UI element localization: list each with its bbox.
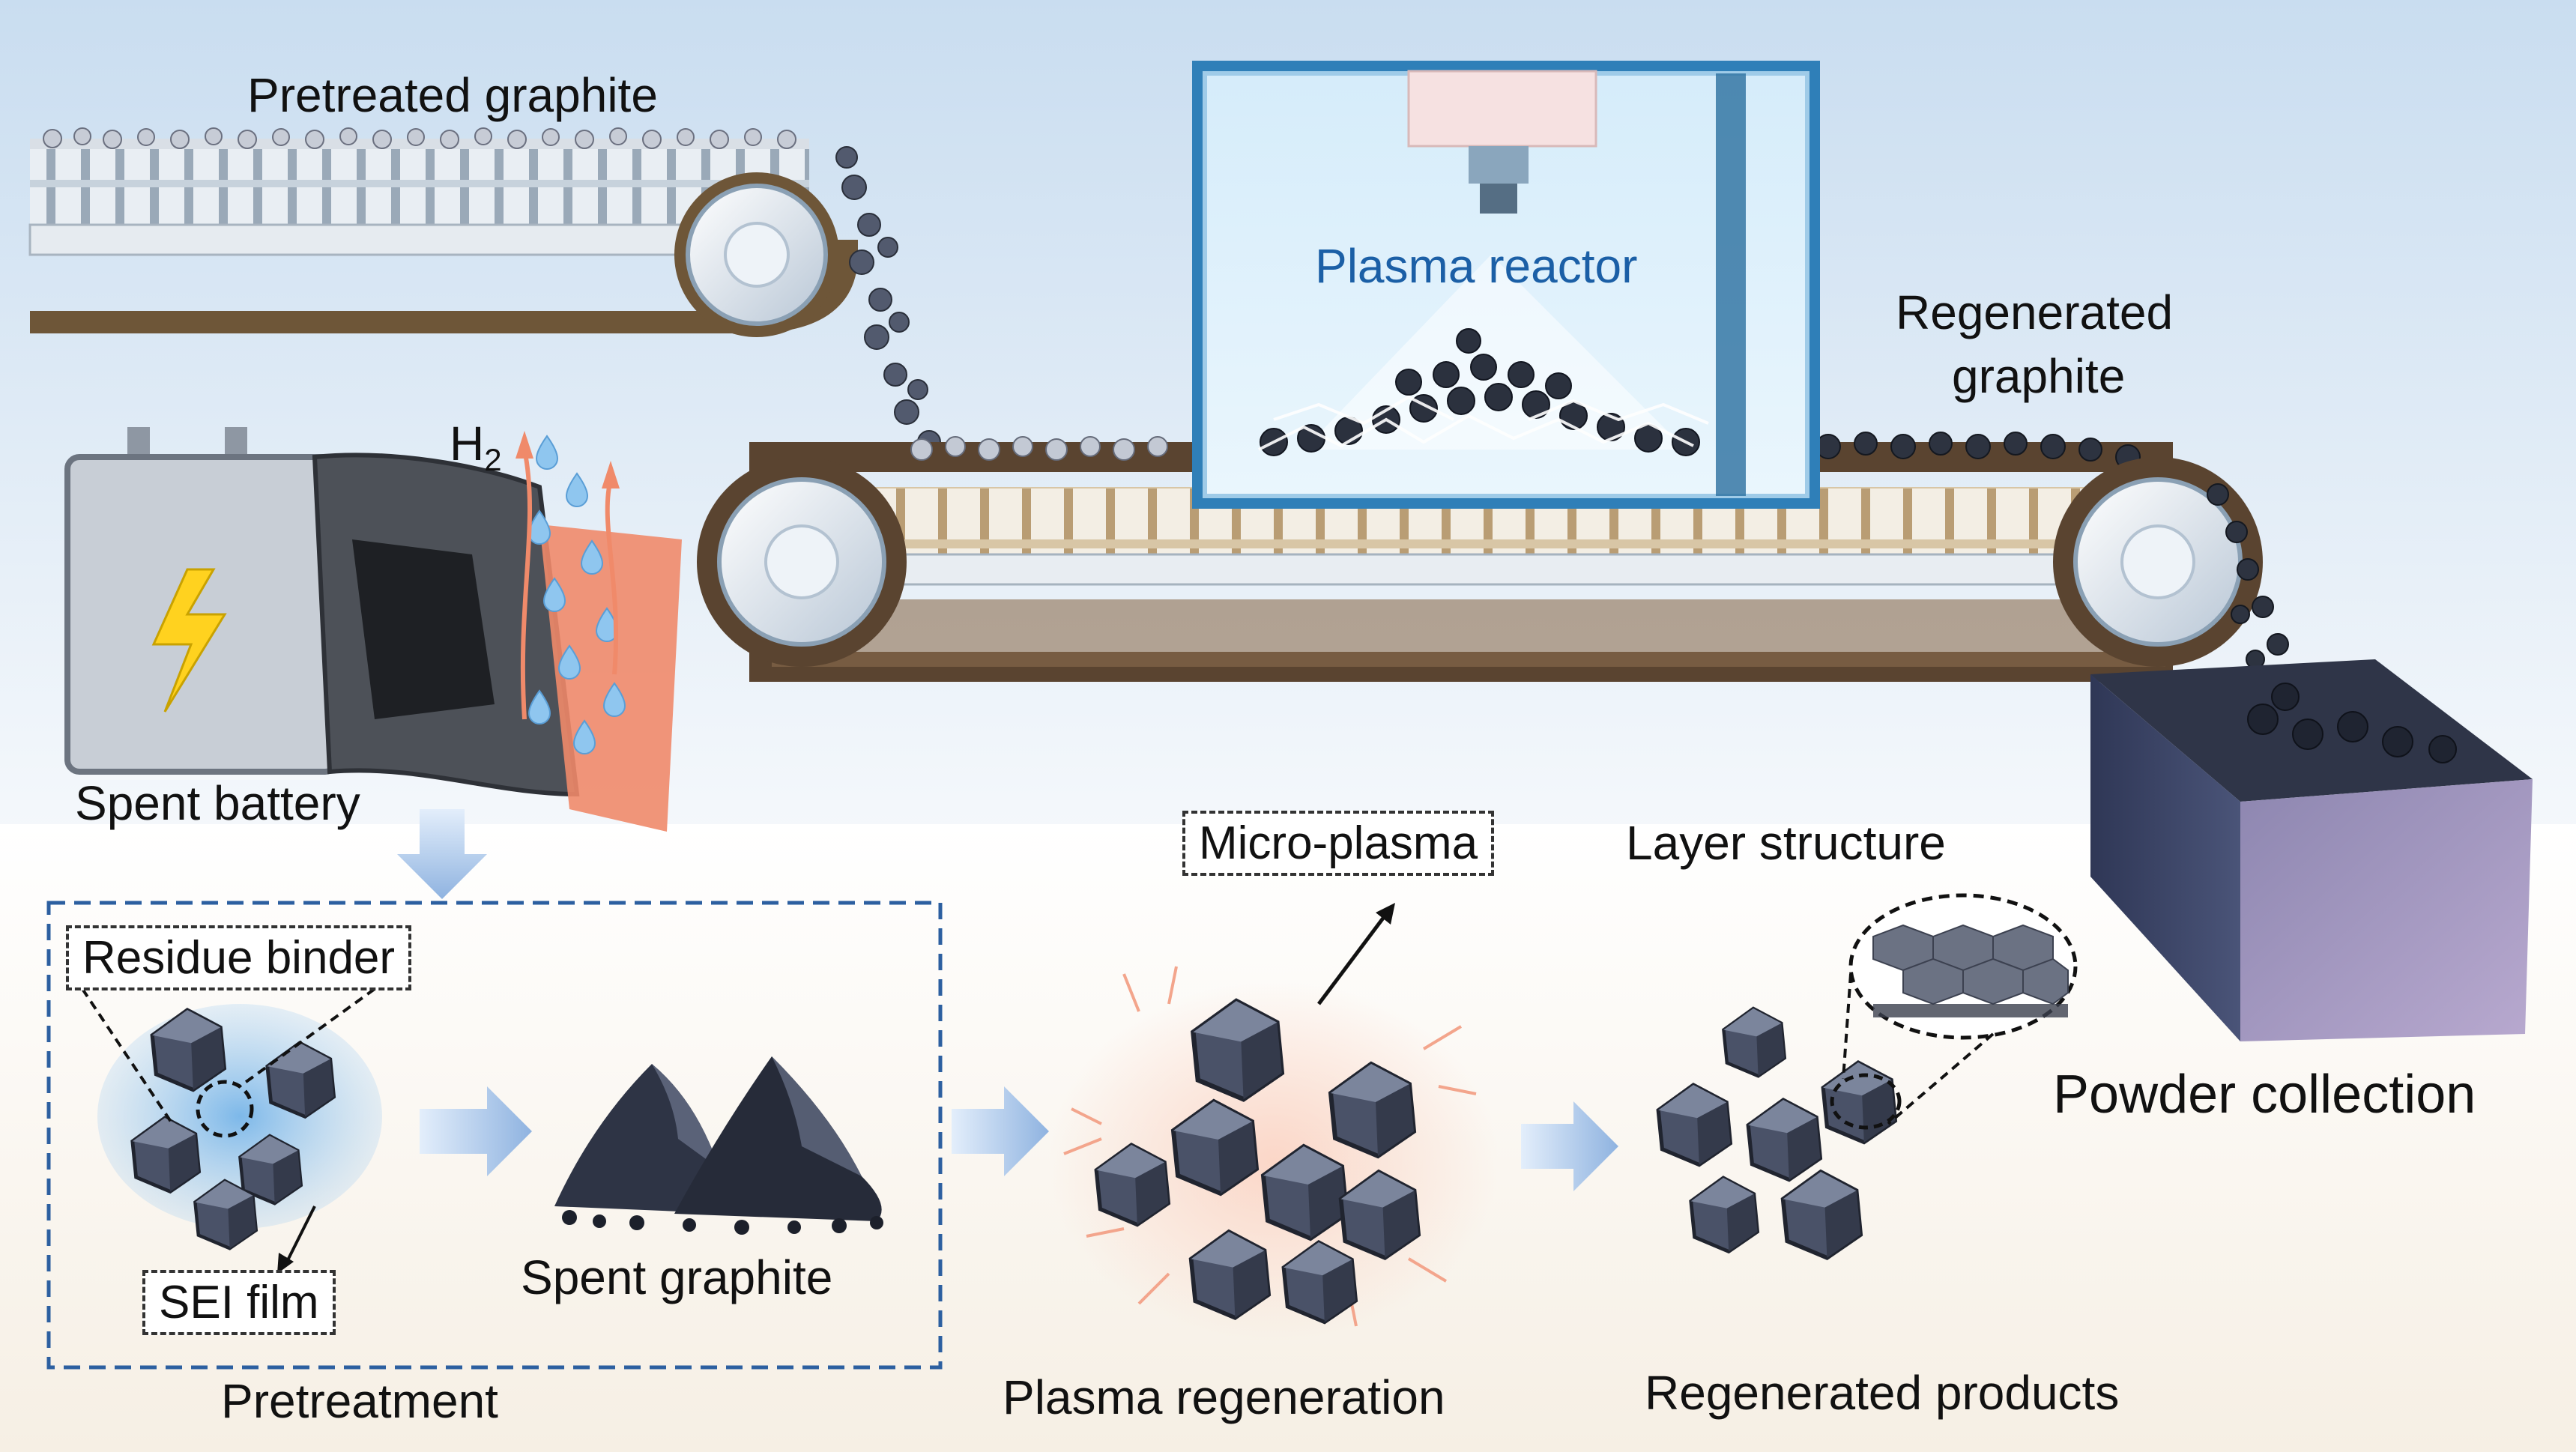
- label-h2-main: H: [450, 417, 485, 471]
- label-pretreatment: Pretreatment: [221, 1374, 498, 1428]
- pretreatment-box: [46, 901, 943, 1370]
- binder-cluster: [81, 987, 382, 1274]
- label-plasma-reactor: Plasma reactor: [1315, 239, 1638, 293]
- spent-battery: [64, 427, 682, 832]
- label-micro-plasma: Micro-plasma: [1182, 811, 1495, 876]
- process-arrow-3: [1521, 1101, 1618, 1191]
- label-regenerated-line2: graphite: [1952, 349, 2126, 403]
- spent-graphite-piles: [554, 1056, 883, 1235]
- label-powder-collection: Powder collection: [2053, 1065, 2476, 1125]
- plasma-cluster: [1049, 903, 1499, 1341]
- label-h2-sub: 2: [484, 442, 502, 477]
- regenerated-cluster: [1658, 893, 2078, 1258]
- process-arrow-2: [952, 1086, 1049, 1176]
- label-spent-graphite: Spent graphite: [521, 1250, 833, 1304]
- label-pretreated-graphite: Pretreated graphite: [247, 68, 658, 122]
- label-residue-binder: Residue binder: [66, 925, 412, 990]
- label-layer-structure: Layer structure: [1626, 816, 1946, 870]
- label-regenerated-line1: Regenerated: [1896, 285, 2174, 339]
- label-spent-battery: Spent battery: [75, 776, 360, 830]
- label-h2: H2: [450, 416, 502, 478]
- upper-conveyor: [28, 127, 858, 337]
- down-arrow: [397, 809, 487, 899]
- falling-particles-1: [835, 146, 941, 454]
- plasma-reactor: [1192, 61, 1820, 509]
- label-regenerated-products: Regenerated products: [1645, 1366, 2120, 1420]
- label-plasma-regeneration: Plasma regeneration: [1003, 1370, 1445, 1424]
- collection-box: [2090, 659, 2533, 1041]
- process-arrow-1: [420, 1086, 532, 1176]
- label-sei-film: SEI film: [142, 1270, 336, 1335]
